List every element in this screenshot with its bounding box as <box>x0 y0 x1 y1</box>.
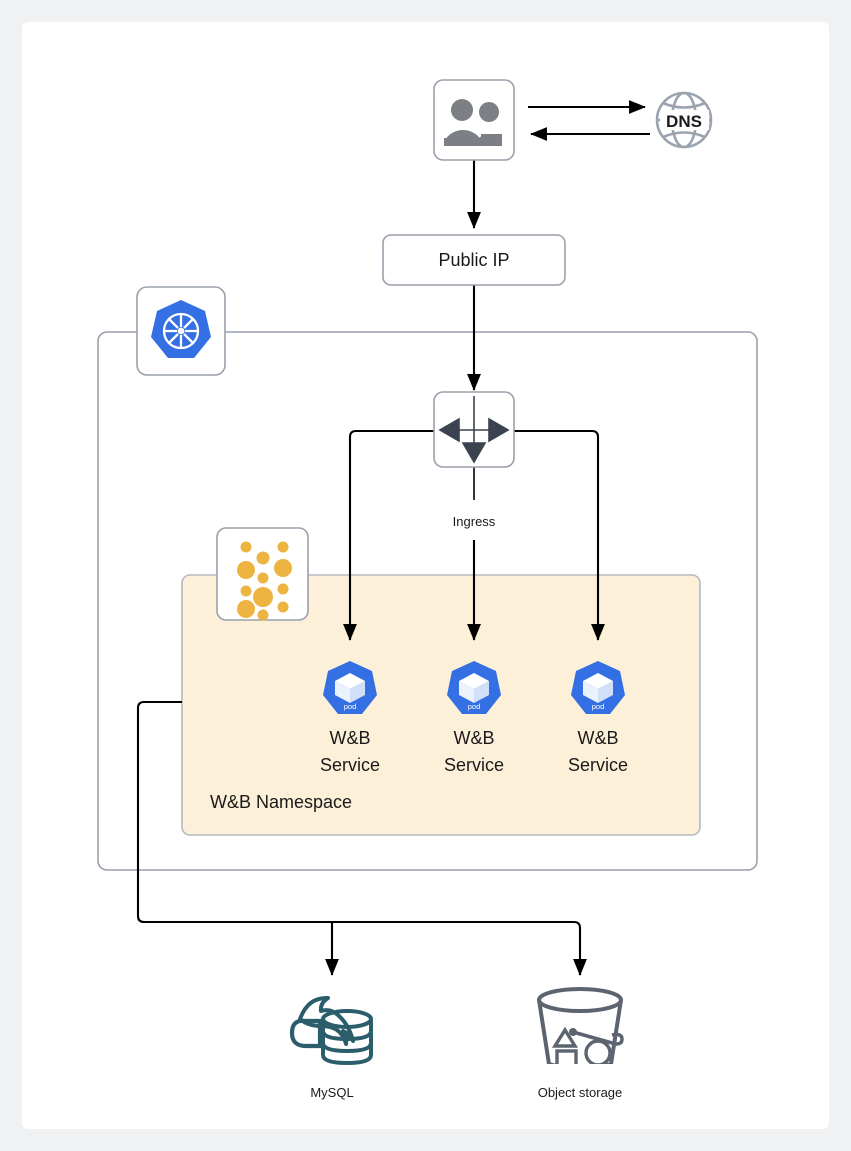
service-label-line2: Service <box>320 755 380 775</box>
pod-badge-text: pod <box>468 702 481 711</box>
users-node[interactable] <box>433 79 515 161</box>
object-storage-bucket-icon <box>537 987 624 1072</box>
service-label-line1: W&B <box>453 728 494 748</box>
service-label-line2: Service <box>444 755 504 775</box>
users-node-box[interactable] <box>433 79 515 161</box>
namespace-badge-node[interactable] <box>216 527 309 621</box>
dns-label: DNS <box>666 112 702 131</box>
kubernetes-pod-icon: pod <box>571 661 625 714</box>
object-storage-label: Object storage <box>538 1085 623 1100</box>
namespace-box <box>181 574 701 836</box>
object-storage-node[interactable]: Object storage <box>537 987 624 1100</box>
mysql-label: MySQL <box>310 1085 353 1100</box>
users-icon <box>444 99 502 146</box>
edge-ingress-to-service-1 <box>343 429 434 641</box>
ingress-four-way-arrow-icon <box>438 396 510 464</box>
edge-namespace-to-datastores-trunk <box>136 700 582 975</box>
kubernetes-helm-wheel-icon <box>151 300 211 358</box>
public-ip-label: Public IP <box>438 250 509 270</box>
service-node-1[interactable]: pod W&B Service <box>320 661 380 775</box>
dns-node[interactable]: DNS <box>655 91 713 149</box>
service-node-3[interactable]: pod W&B Service <box>568 661 628 775</box>
service-label-line1: W&B <box>329 728 370 748</box>
kubernetes-pod-icon: pod <box>447 661 501 714</box>
mysql-dolphin-database-icon <box>289 995 373 1066</box>
public-ip-box[interactable] <box>382 234 566 286</box>
namespace-label: W&B Namespace <box>210 792 352 812</box>
service-label-line2: Service <box>568 755 628 775</box>
service-label-line1: W&B <box>577 728 618 748</box>
mysql-node[interactable]: MySQL <box>289 995 373 1100</box>
ingress-node[interactable]: Ingress <box>433 391 515 529</box>
edge-ingress-to-service-3 <box>514 429 605 641</box>
kubernetes-pod-icon: pod <box>323 661 377 714</box>
pod-badge-text: pod <box>344 702 357 711</box>
kubernetes-cluster-node[interactable] <box>136 286 226 376</box>
pod-badge-text: pod <box>592 702 605 711</box>
service-node-2[interactable]: pod W&B Service <box>444 661 504 775</box>
public-ip-node[interactable]: Public IP <box>382 234 566 286</box>
namespace-dots-icon <box>237 541 292 621</box>
ingress-label: Ingress <box>453 514 496 529</box>
